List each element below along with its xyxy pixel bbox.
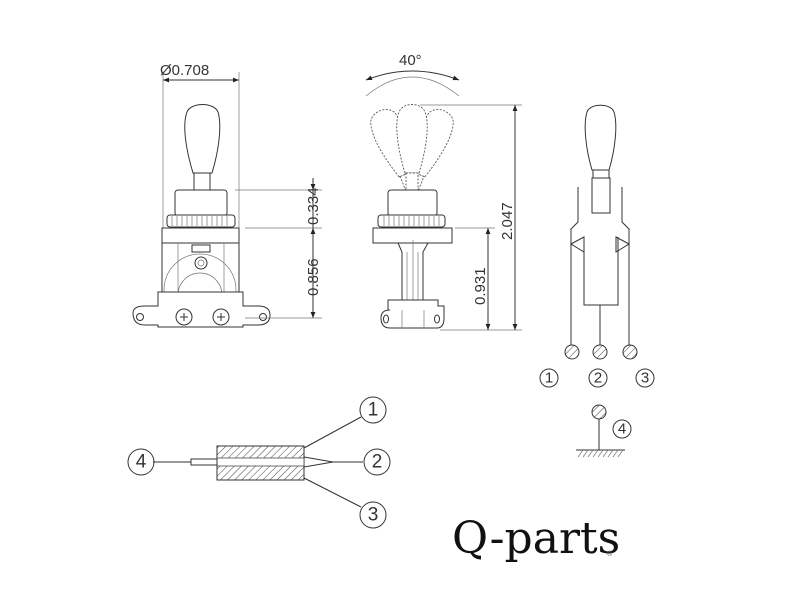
diameter-label: Ø0.708 bbox=[160, 62, 209, 79]
terminal-2 bbox=[592, 344, 608, 360]
ground-wire bbox=[190, 458, 218, 466]
mounting-bracket bbox=[380, 299, 445, 329]
toggle-stem bbox=[193, 172, 211, 191]
logo-text: Q-parts bbox=[452, 513, 620, 564]
knurled-ring bbox=[377, 214, 446, 228]
throw-angle-label: 40° bbox=[399, 52, 422, 69]
terminal-1 bbox=[564, 344, 580, 360]
toggle-knob bbox=[584, 104, 617, 171]
angle-arc bbox=[365, 70, 460, 81]
toggle-knob bbox=[184, 104, 221, 174]
cable-label-3: 3 bbox=[368, 505, 379, 526]
registered-mark: ® bbox=[607, 550, 613, 558]
bushing-nut bbox=[387, 189, 438, 217]
cable-label-2: 2 bbox=[372, 452, 383, 473]
q-parts-logo: Q-parts ® bbox=[452, 513, 620, 564]
terminal-label-1: 1 bbox=[545, 370, 553, 387]
cable-label-4: 4 bbox=[136, 452, 147, 473]
front-view: Ø0.708 0.334 0.856 bbox=[132, 62, 322, 328]
screw-icon bbox=[212, 308, 230, 326]
terminal-label-3: 3 bbox=[641, 370, 649, 387]
mounting-plate bbox=[372, 227, 453, 244]
side-view: 40° 2.047 0.931 bbox=[365, 52, 522, 331]
actuator bbox=[591, 177, 611, 214]
terminal-label-2: 2 bbox=[594, 370, 602, 387]
mounting-plate bbox=[161, 227, 240, 244]
bushing-height-label: 0.334 bbox=[305, 187, 322, 225]
knurled-ring bbox=[166, 214, 236, 228]
screw-icon bbox=[175, 308, 193, 326]
terminal-label-4: 4 bbox=[618, 421, 626, 438]
cable-label-1: 1 bbox=[368, 400, 379, 421]
mounting-bracket bbox=[132, 291, 271, 328]
bushing-nut bbox=[174, 189, 228, 217]
total-height-label: 2.047 bbox=[499, 202, 516, 240]
terminal-4 bbox=[591, 404, 607, 420]
body-height-label: 0.856 bbox=[305, 258, 322, 296]
wiring-schematic: 1 2 3 4 bbox=[539, 104, 655, 458]
side-body-height-label: 0.931 bbox=[472, 267, 489, 305]
cable-diagram: 4 1 2 3 bbox=[127, 396, 391, 529]
terminal-3 bbox=[622, 344, 638, 360]
knob-position-center bbox=[396, 104, 428, 174]
